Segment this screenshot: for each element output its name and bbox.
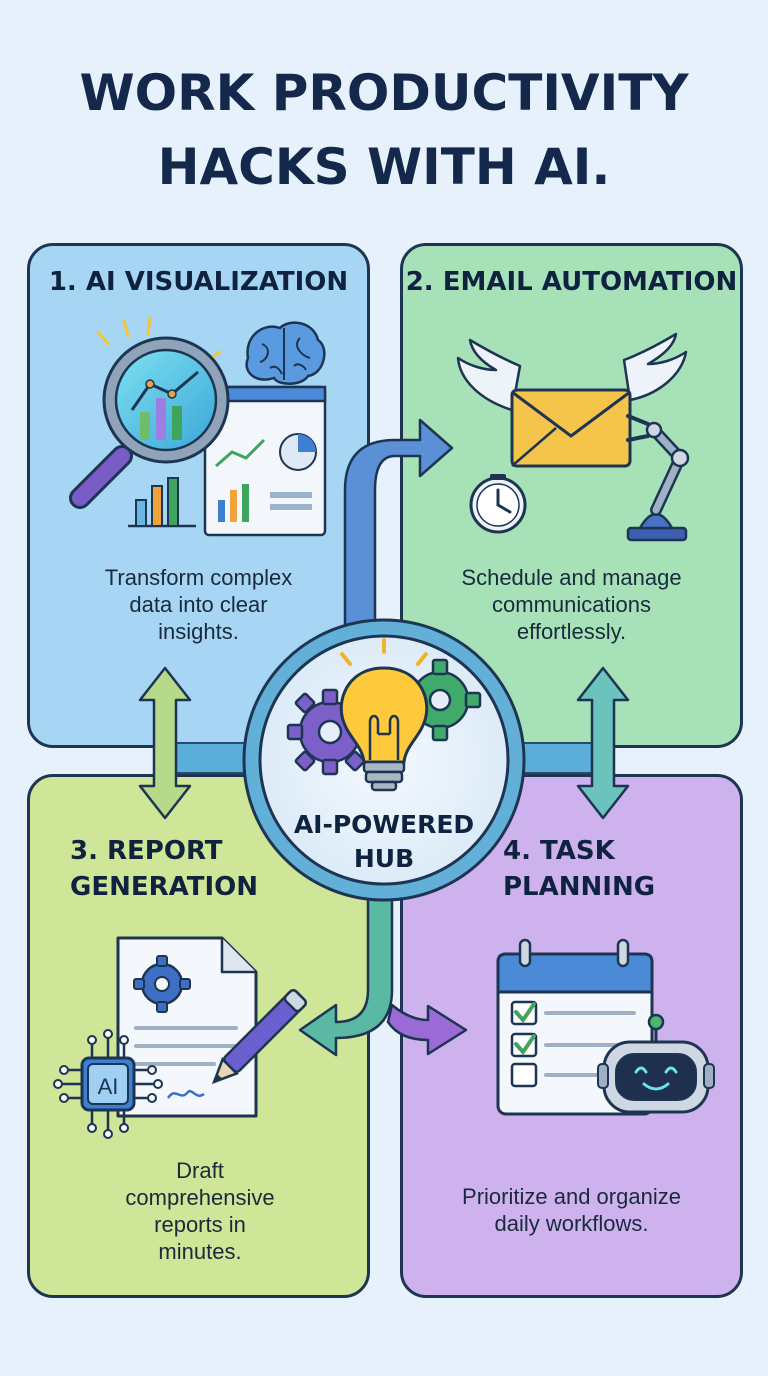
panel-title: 1. AI VISUALIZATION bbox=[48, 267, 349, 297]
title-line-2: HACKS WITH AI. bbox=[157, 138, 611, 196]
panel-title: 2. EMAIL AUTOMATION bbox=[405, 267, 738, 297]
panel-description: Prioritize and organize daily workflows. bbox=[462, 1184, 681, 1236]
panel-description: Draft comprehensive reports in minutes. bbox=[125, 1158, 275, 1264]
panel-title: 4. TASK PLANNING bbox=[503, 836, 656, 902]
title-line-1: WORK PRODUCTIVITY bbox=[79, 64, 689, 122]
panel-description: Schedule and manage communications effor… bbox=[461, 565, 682, 644]
ai-chip-label: AI bbox=[98, 1074, 119, 1099]
double-arrow-right bbox=[576, 666, 630, 820]
magnifier-chart-icon bbox=[69, 316, 327, 537]
document-ai-icon: AI bbox=[53, 936, 307, 1139]
page-title: WORK PRODUCTIVITY HACKS WITH AI. bbox=[0, 56, 768, 204]
panel-title: 3. REPORT GENERATION bbox=[70, 836, 259, 902]
calendar-robot-icon bbox=[496, 938, 715, 1116]
panel-description: Transform complex data into clear insigh… bbox=[104, 565, 293, 644]
lightbulb-gears-icon bbox=[286, 638, 482, 792]
arrow-to-task bbox=[386, 1003, 468, 1056]
double-arrow-left bbox=[138, 666, 192, 820]
winged-envelope-icon bbox=[456, 332, 690, 542]
arrow-to-report bbox=[298, 883, 394, 1057]
hub-label: AI-POWERED HUB bbox=[293, 810, 475, 873]
